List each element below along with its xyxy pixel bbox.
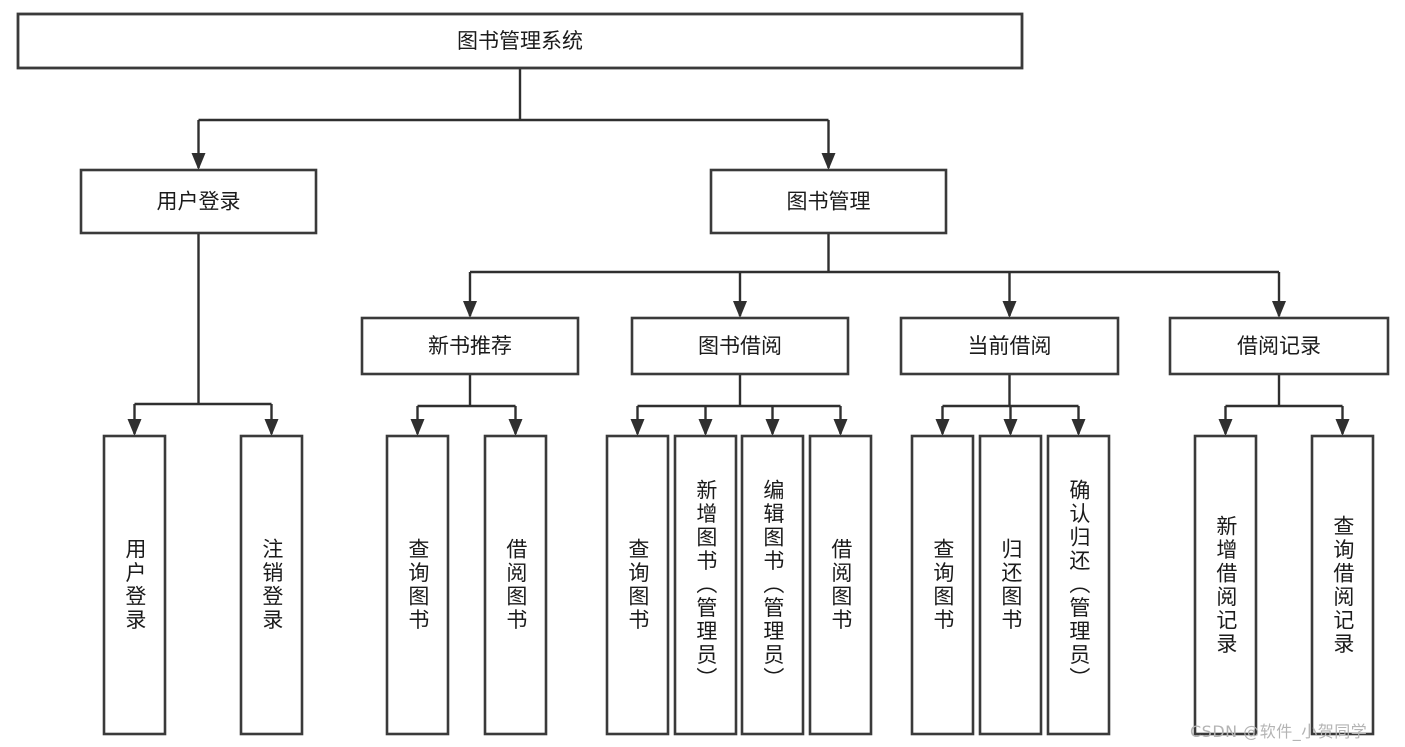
node-box-借阅图书	[483, 434, 548, 736]
arrow-head-icon	[733, 301, 747, 318]
arrow-head-icon	[191, 153, 206, 170]
node-label-借阅记录: 借阅记录	[1237, 334, 1321, 358]
node-box-查询借阅记录	[1310, 434, 1375, 736]
node-box-用户登录	[79, 168, 318, 235]
node-box-当前借阅	[899, 316, 1120, 376]
arrow-head-icon	[1218, 419, 1233, 436]
connector-layer	[127, 68, 1350, 436]
arrow-head-icon	[463, 301, 477, 318]
arrow-head-icon	[698, 419, 713, 436]
arrow-head-icon	[833, 419, 848, 436]
node-box-新增图书管理员	[673, 434, 738, 736]
node-box-图书管理	[709, 168, 948, 235]
node-box-查询图书	[910, 434, 975, 736]
node-box-layer	[16, 12, 1390, 736]
node-box-注销登录	[239, 434, 304, 736]
arrow-head-icon	[1335, 419, 1350, 436]
arrow-head-icon	[630, 419, 645, 436]
arrow-head-icon	[508, 419, 523, 436]
node-box-用户登录	[102, 434, 167, 736]
node-label-图书借阅: 图书借阅	[698, 334, 782, 358]
node-box-借阅图书	[808, 434, 873, 736]
node-box-借阅记录	[1168, 316, 1390, 376]
node-label-当前借阅: 当前借阅	[968, 334, 1052, 358]
node-label-图书管理系统: 图书管理系统	[457, 29, 583, 53]
node-box-编辑图书管理员	[740, 434, 805, 736]
arrow-head-icon	[935, 419, 950, 436]
arrow-head-icon	[1272, 301, 1286, 318]
csdn-watermark: CSDN @软件_小贺同学	[1190, 722, 1368, 741]
node-label-新书推荐: 新书推荐	[428, 334, 512, 358]
node-box-新增借阅记录	[1193, 434, 1258, 736]
node-box-查询图书	[605, 434, 670, 736]
node-label-图书管理: 图书管理	[787, 190, 871, 214]
arrow-head-icon	[1003, 419, 1018, 436]
arrow-head-icon	[821, 153, 836, 170]
arrow-head-icon	[1002, 301, 1017, 318]
node-label-用户登录: 用户登录	[157, 190, 241, 214]
node-box-新书推荐	[360, 316, 580, 376]
node-box-查询图书	[385, 434, 450, 736]
node-box-归还图书	[978, 434, 1043, 736]
arrow-head-icon	[765, 419, 780, 436]
arrow-head-icon	[1071, 419, 1086, 436]
arrow-head-icon	[410, 419, 425, 436]
node-box-图书借阅	[630, 316, 850, 376]
arrow-head-icon	[127, 419, 142, 436]
arrow-head-icon	[264, 419, 279, 436]
node-box-确认归还管理员	[1046, 434, 1111, 736]
node-box-图书管理系统	[16, 12, 1024, 70]
